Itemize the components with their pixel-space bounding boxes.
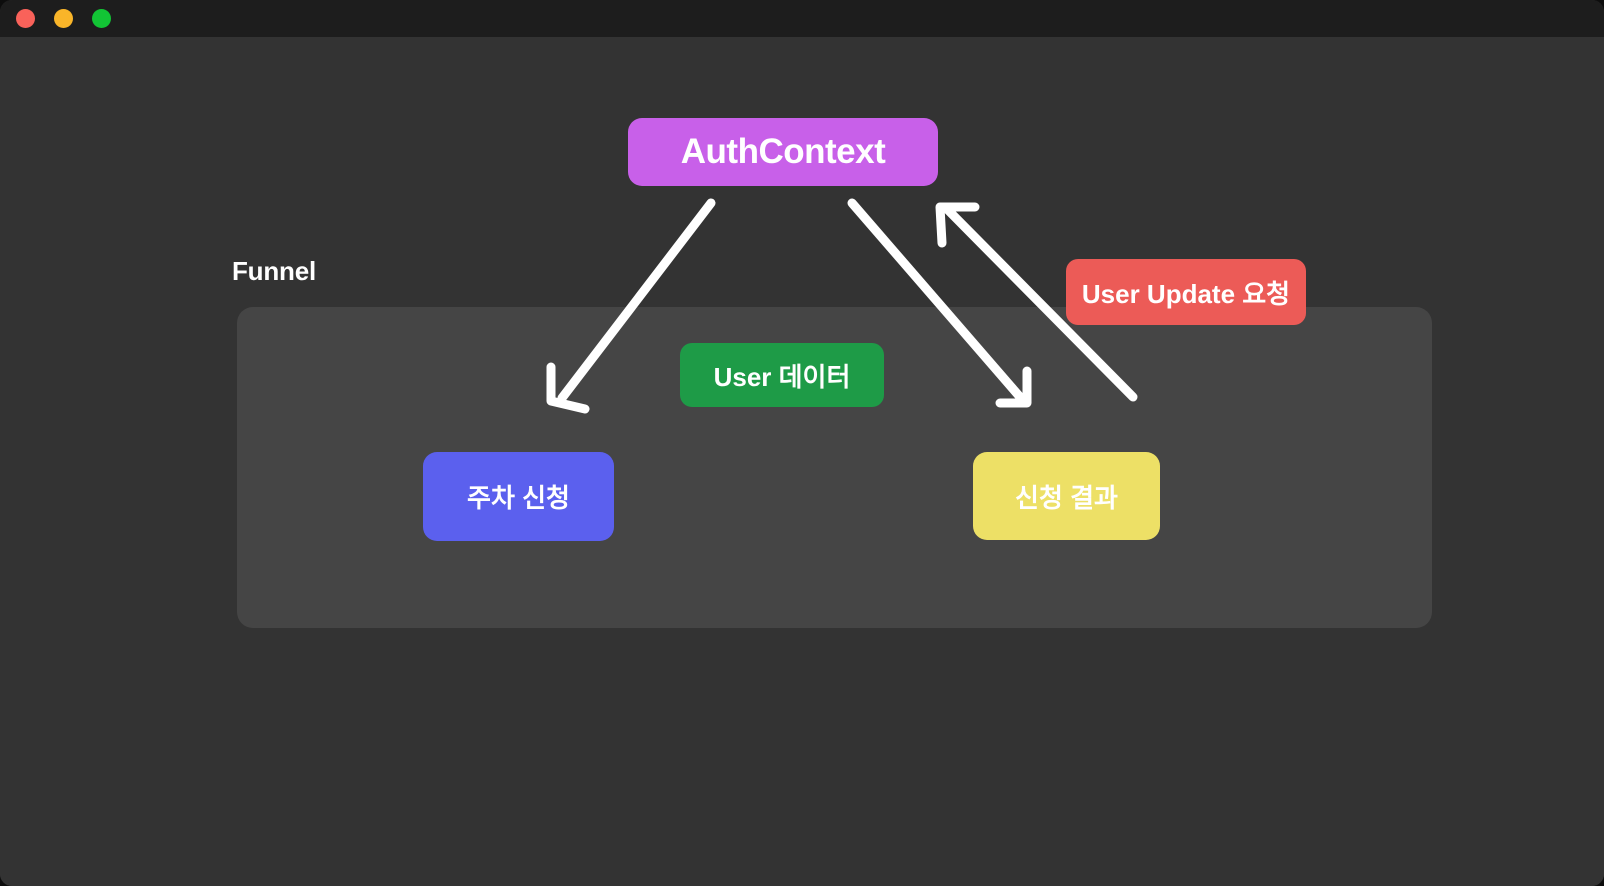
maximize-window-button[interactable] (92, 9, 111, 28)
node-request-result[interactable]: 신청 결과 (973, 452, 1160, 540)
node-parking-request[interactable]: 주차 신청 (423, 452, 614, 541)
node-user-data[interactable]: User 데이터 (680, 343, 884, 407)
diagram-canvas[interactable]: Funnel AuthContext User 데이터 User Update … (0, 37, 1604, 886)
close-window-button[interactable] (16, 9, 35, 28)
node-user-update-request[interactable]: User Update 요청 (1066, 259, 1306, 325)
minimize-window-button[interactable] (54, 9, 73, 28)
window-titlebar (0, 0, 1604, 37)
funnel-section-label: Funnel (232, 256, 317, 286)
node-authcontext[interactable]: AuthContext (628, 118, 938, 186)
